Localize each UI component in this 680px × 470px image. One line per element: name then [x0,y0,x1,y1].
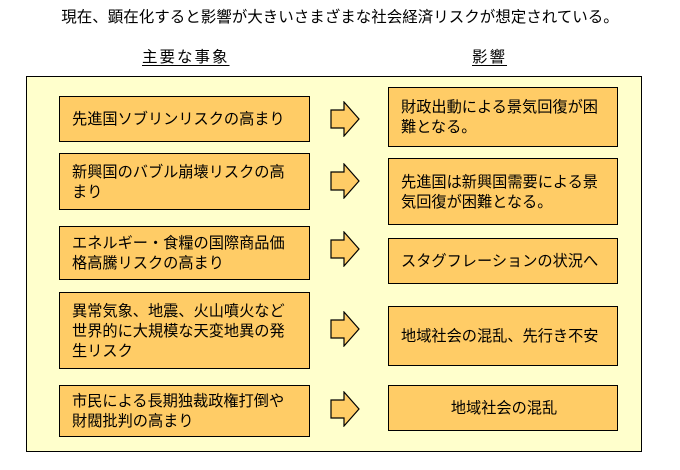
effect-label: 先進国は新興国需要による景気回復が困難となる。 [401,172,598,211]
effect-label: 財政出動による景気回復が困難となる。 [401,98,598,136]
effect-label: 地域社会の混乱、先行き不安 [401,327,599,345]
cause-box-emerging-bubble: 新興国のバブル崩壊リスクの高まり [59,153,310,210]
arrow-right-icon [330,311,360,347]
page-title: 現在、顕在化すると影響が大きいさまざまな社会経済リスクが想定されている。 [61,8,619,26]
arrow-right-icon [330,101,360,137]
cause-label: 市民による長期独裁政権打倒や財閥批判の高まり [72,392,285,430]
cause-label: 先進国ソブリンリスクの高まり [72,110,285,128]
effect-box-social-uncertainty: 地域社会の混乱、先行き不安 [388,306,618,366]
arrow-right-icon [330,231,360,267]
effect-label: 地域社会の混乱 [450,399,558,417]
cause-label: 新興国のバブル崩壊リスクの高まり [72,162,285,201]
effect-box-stagflation: スタグフレーションの状況へ [388,238,618,284]
effect-box-emerging-demand: 先進国は新興国需要による景気回復が困難となる。 [388,158,618,225]
effect-box-fiscal-recovery: 財政出動による景気回復が困難となる。 [388,87,618,147]
cause-box-dictatorship-overthrow: 市民による長期独裁政権打倒や財閥批判の高まり [59,385,310,437]
cause-label: エネルギー・食糧の国際商品価格高騰リスクの高まり [72,234,285,272]
effect-label: スタグフレーションの状況へ [401,252,599,270]
cause-box-natural-disaster: 異常気象、地震、火山噴火など世界的に大規模な天変地異の発生リスク [59,292,310,369]
cause-column-header: 主要な事象 [142,48,230,66]
arrow-right-icon [330,163,360,199]
arrow-right-icon [330,391,360,427]
effect-box-social-disorder: 地域社会の混乱 [388,385,618,431]
cause-box-sovereign-risk: 先進国ソブリンリスクの高まり [59,96,310,142]
effect-column-header: 影響 [472,48,508,66]
cause-box-commodity-prices: エネルギー・食糧の国際商品価格高騰リスクの高まり [59,226,310,280]
cause-label: 異常気象、地震、火山噴火など世界的に大規模な天変地異の発生リスク [72,301,285,360]
